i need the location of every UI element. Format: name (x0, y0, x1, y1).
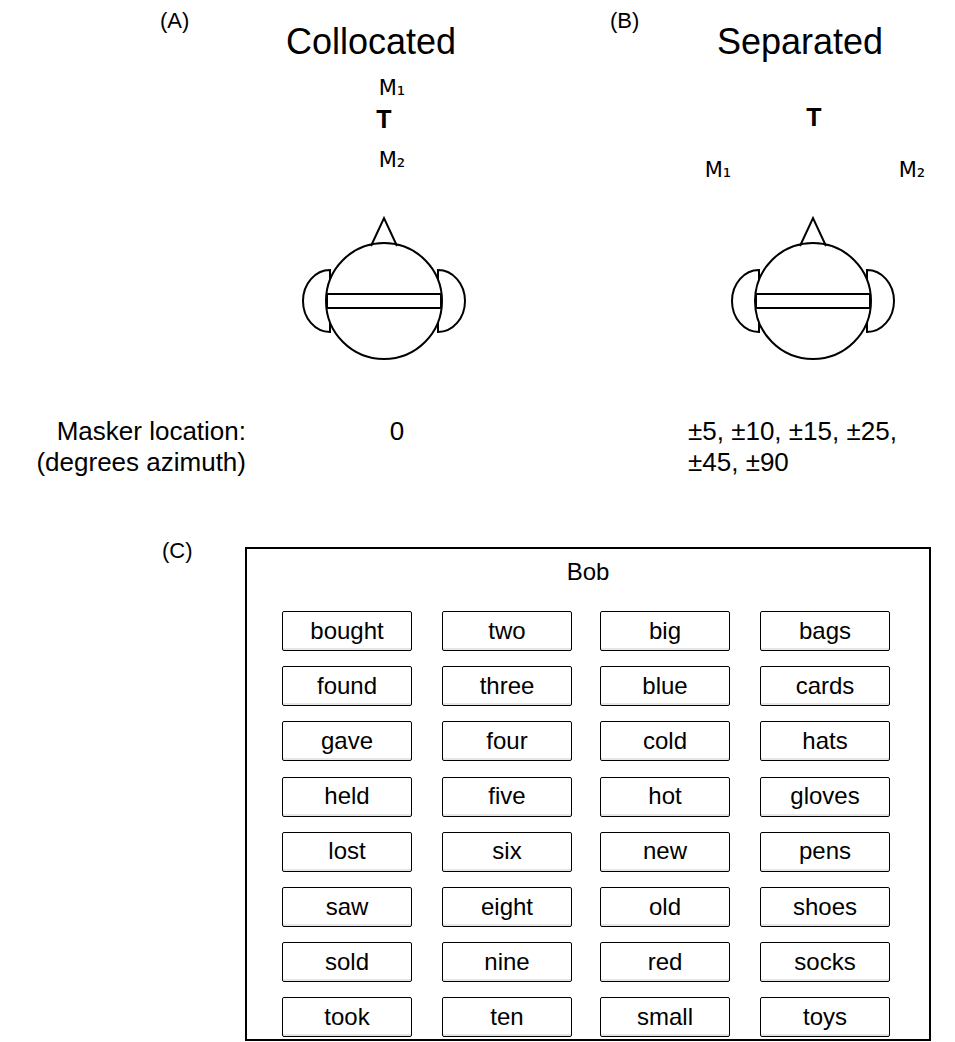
word-button: cards (760, 666, 890, 706)
panel-heading: Bob (247, 549, 929, 587)
word-button: lost (282, 832, 412, 872)
panel-letter: (B) (610, 8, 639, 34)
word-label: small (637, 1003, 693, 1032)
nose (371, 218, 397, 246)
word-label: toys (803, 1003, 847, 1032)
word-button: hot (600, 777, 730, 817)
word-label: red (648, 948, 683, 977)
word-label: ten (490, 1003, 523, 1032)
word-button: toys (760, 997, 890, 1037)
word-button: sold (282, 942, 412, 982)
word-label: socks (794, 948, 855, 977)
word-label: found (317, 672, 377, 701)
word-label: took (324, 1003, 369, 1032)
axis-label: Masker location: (degrees azimuth) (11, 416, 246, 478)
word-label: six (492, 837, 521, 866)
word-button: red (600, 942, 730, 982)
word-label: gloves (790, 782, 859, 811)
word-label: bags (799, 617, 851, 646)
panel-letter: (A) (160, 8, 189, 34)
target-label: T (806, 102, 821, 132)
word-button: big (600, 611, 730, 651)
panel-title: Collocated (286, 20, 456, 63)
word-button: new (600, 832, 730, 872)
word-button: bags (760, 611, 890, 651)
panel-letter: (C) (162, 538, 193, 564)
response-panel: Bob bought two big bags found three blue cards ga… (245, 547, 931, 1041)
word-button: gave (282, 721, 412, 761)
word-label: eight (481, 893, 533, 922)
word-label: new (643, 837, 687, 866)
word-label: blue (642, 672, 687, 701)
word-label: nine (484, 948, 529, 977)
word-button: saw (282, 887, 412, 927)
head-collocated (303, 218, 465, 359)
target-label: T (376, 104, 391, 134)
panel-title: Separated (717, 20, 883, 63)
word-label: saw (326, 893, 369, 922)
word-button: shoes (760, 887, 890, 927)
word-button: bought (282, 611, 412, 651)
head-circle (755, 243, 871, 359)
word-button: socks (760, 942, 890, 982)
headphone-band (756, 294, 870, 308)
word-label: three (480, 672, 535, 701)
word-button: held (282, 777, 412, 817)
word-button: hats (760, 721, 890, 761)
word-button: gloves (760, 777, 890, 817)
head-circle (326, 243, 442, 359)
word-label: shoes (793, 893, 857, 922)
word-label: five (488, 782, 525, 811)
masker-label: M₁ (705, 158, 732, 183)
word-button: six (442, 832, 572, 872)
word-button: eight (442, 887, 572, 927)
nose (800, 218, 826, 246)
masker-label: M₁ (379, 76, 406, 101)
word-label: cards (796, 672, 855, 701)
word-label: cold (643, 727, 687, 756)
word-button: ten (442, 997, 572, 1037)
word-button: small (600, 997, 730, 1037)
word-label: hats (802, 727, 847, 756)
word-button: cold (600, 721, 730, 761)
word-button: found (282, 666, 412, 706)
word-button: old (600, 887, 730, 927)
word-label: pens (799, 837, 851, 866)
word-label: lost (328, 837, 365, 866)
word-button: blue (600, 666, 730, 706)
masker-location-values: ±5, ±10, ±15, ±25, ±45, ±90 (688, 416, 946, 478)
word-label: held (324, 782, 369, 811)
word-button: pens (760, 832, 890, 872)
word-label: old (649, 893, 681, 922)
word-button: three (442, 666, 572, 706)
word-label: two (488, 617, 525, 646)
word-label: hot (648, 782, 681, 811)
word-label: sold (325, 948, 369, 977)
word-label: big (649, 617, 681, 646)
word-label: gave (321, 727, 373, 756)
word-button: two (442, 611, 572, 651)
masker-location-value: 0 (390, 416, 404, 447)
word-label: bought (310, 617, 383, 646)
masker-label: M₂ (379, 148, 406, 173)
head-separated (732, 218, 894, 359)
masker-label: M₂ (899, 158, 926, 183)
word-button: took (282, 997, 412, 1037)
headphone-band (327, 294, 441, 308)
word-button: five (442, 777, 572, 817)
word-button: nine (442, 942, 572, 982)
word-label: four (486, 727, 527, 756)
word-button: four (442, 721, 572, 761)
